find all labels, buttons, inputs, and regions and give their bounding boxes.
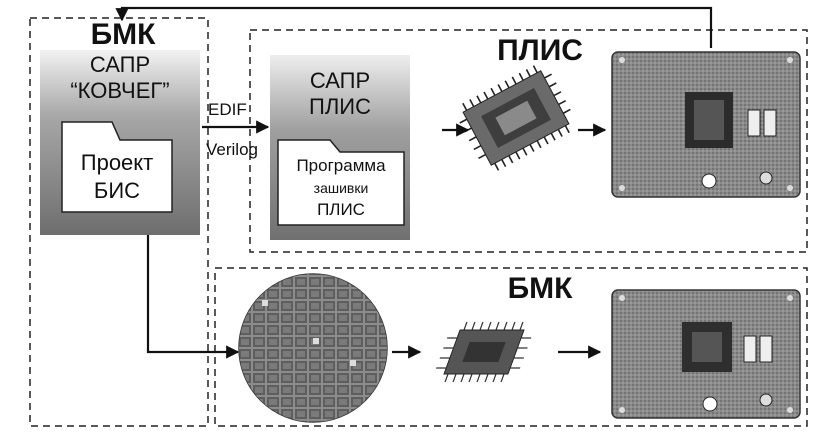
bmk-chip-image bbox=[435, 322, 532, 382]
fpga-panel-border bbox=[249, 29, 808, 253]
fpga-folder-icon bbox=[277, 139, 405, 226]
fpga-board-image bbox=[611, 51, 801, 198]
left-folder-line2: БИС bbox=[93, 178, 141, 203]
fpga-cad-line1: САПР bbox=[309, 68, 371, 93]
bmk-board-image bbox=[611, 289, 801, 419]
fpga-panel-title: ПЛИС bbox=[497, 34, 583, 67]
left-cad-line2: “КОВЧЕГ” bbox=[70, 78, 170, 103]
fpga-folder-line2: зашивки bbox=[313, 180, 369, 196]
fpga-folder-line1: Программа bbox=[296, 156, 386, 175]
fpga-chip-image bbox=[459, 65, 571, 171]
left-folder-line1: Проект bbox=[80, 150, 154, 175]
arrow-board-feedback bbox=[115, 6, 713, 48]
bmk-panel-border bbox=[214, 267, 808, 427]
wafer-image bbox=[238, 273, 388, 423]
left-cad-line1: САПР bbox=[89, 52, 151, 77]
fpga-cad-line2: ПЛИС bbox=[309, 94, 371, 119]
left-panel-title: БМК bbox=[90, 18, 156, 51]
format-verilog-label: Verilog bbox=[206, 140, 258, 159]
format-edif-label: EDIF bbox=[208, 100, 247, 119]
arrow-project-to-wafer bbox=[146, 235, 240, 359]
left-folder-icon bbox=[61, 121, 173, 213]
bmk-panel-title: БМК bbox=[507, 272, 573, 305]
fpga-folder-line3: ПЛИС bbox=[317, 200, 365, 219]
